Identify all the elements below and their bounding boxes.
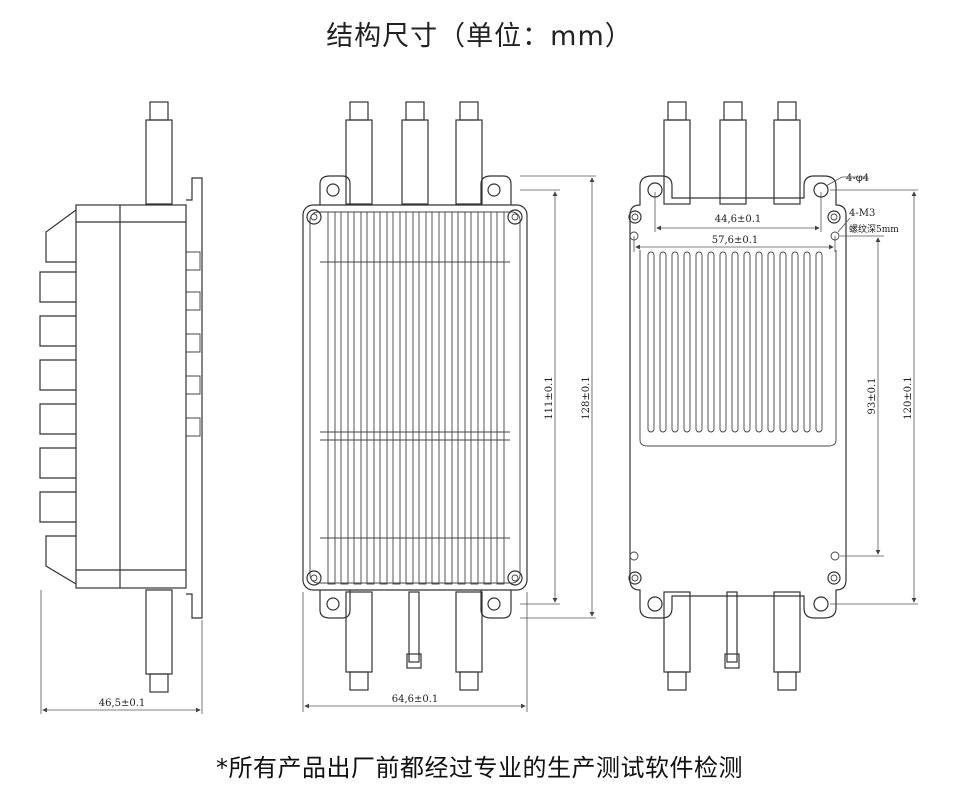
bottom-view-holes: [628, 182, 841, 612]
top-view-inner-height-dimension: 111±0.1: [520, 189, 560, 605]
bottom-view-outline: [629, 175, 847, 619]
top-view-body: [302, 204, 528, 591]
bottom-view-leader-notes: 4-φ4 4-M3 螺纹深5mm: [825, 173, 899, 235]
diagram-title: 结构尺寸（单位：mm）: [326, 21, 633, 52]
bottom-view-hole-span-mid-dimension: 57,6±0.1: [633, 235, 836, 252]
top-view-corner-screws: [306, 209, 523, 586]
top-view-width-dimension: 64,6±0.1: [302, 592, 528, 712]
bottom-view-cables-bottom: [663, 591, 801, 691]
side-width-dimension: 46,5±0.1: [40, 590, 203, 714]
bottom-view-inner-height-dimension: 93±0.1: [840, 235, 884, 557]
side-view: 46,5±0.1: [39, 101, 203, 714]
top-view-cables-top: [345, 101, 483, 205]
thread-note: 4-M3: [849, 208, 875, 219]
hole-note: 4-φ4: [846, 173, 869, 184]
side-right-tabs: [186, 251, 201, 437]
thread-depth-note: 螺纹深5mm: [849, 223, 899, 235]
top-view-fins: [320, 211, 510, 585]
side-width-label: 46,5±0.1: [99, 698, 146, 709]
bottom-view-inner-height-label: 93±0.1: [867, 377, 878, 414]
bottom-view-hole-span-mid-label: 57,6±0.1: [712, 235, 759, 246]
side-body: [75, 204, 187, 589]
side-bottom-cable: [145, 589, 173, 693]
top-view-cables-bottom: [345, 591, 483, 691]
bottom-view-cables-top: [663, 101, 801, 205]
top-view-mount-ears: [319, 175, 512, 619]
top-view-outer-height-dimension: 128±0.1: [520, 175, 596, 619]
bottom-view-hole-span-top-dimension: 44,6±0.1: [654, 192, 822, 232]
top-view: 111±0.1 128±0.1 64,6±0.1: [302, 101, 596, 712]
top-view-width-label: 64,6±0.1: [392, 694, 439, 705]
side-flange: [186, 177, 203, 619]
side-top-cable: [145, 101, 173, 205]
bottom-view-outer-height-dimension: 120±0.1: [830, 189, 918, 605]
top-view-inner-height-label: 111±0.1: [544, 376, 555, 419]
side-fins: [39, 209, 77, 585]
top-view-outer-height-label: 128±0.1: [581, 376, 592, 419]
bottom-view: 44,6±0.1 57,6±0.1 93±0.1 120±0.1 4-φ4: [628, 101, 918, 691]
bottom-view-fin-slots: [639, 250, 837, 447]
bottom-view-outer-height-label: 120±0.1: [903, 376, 914, 419]
footnote: *所有产品出厂前都经过专业的生产测试软件检测: [216, 754, 743, 782]
bottom-view-hole-span-top-label: 44,6±0.1: [715, 214, 762, 225]
